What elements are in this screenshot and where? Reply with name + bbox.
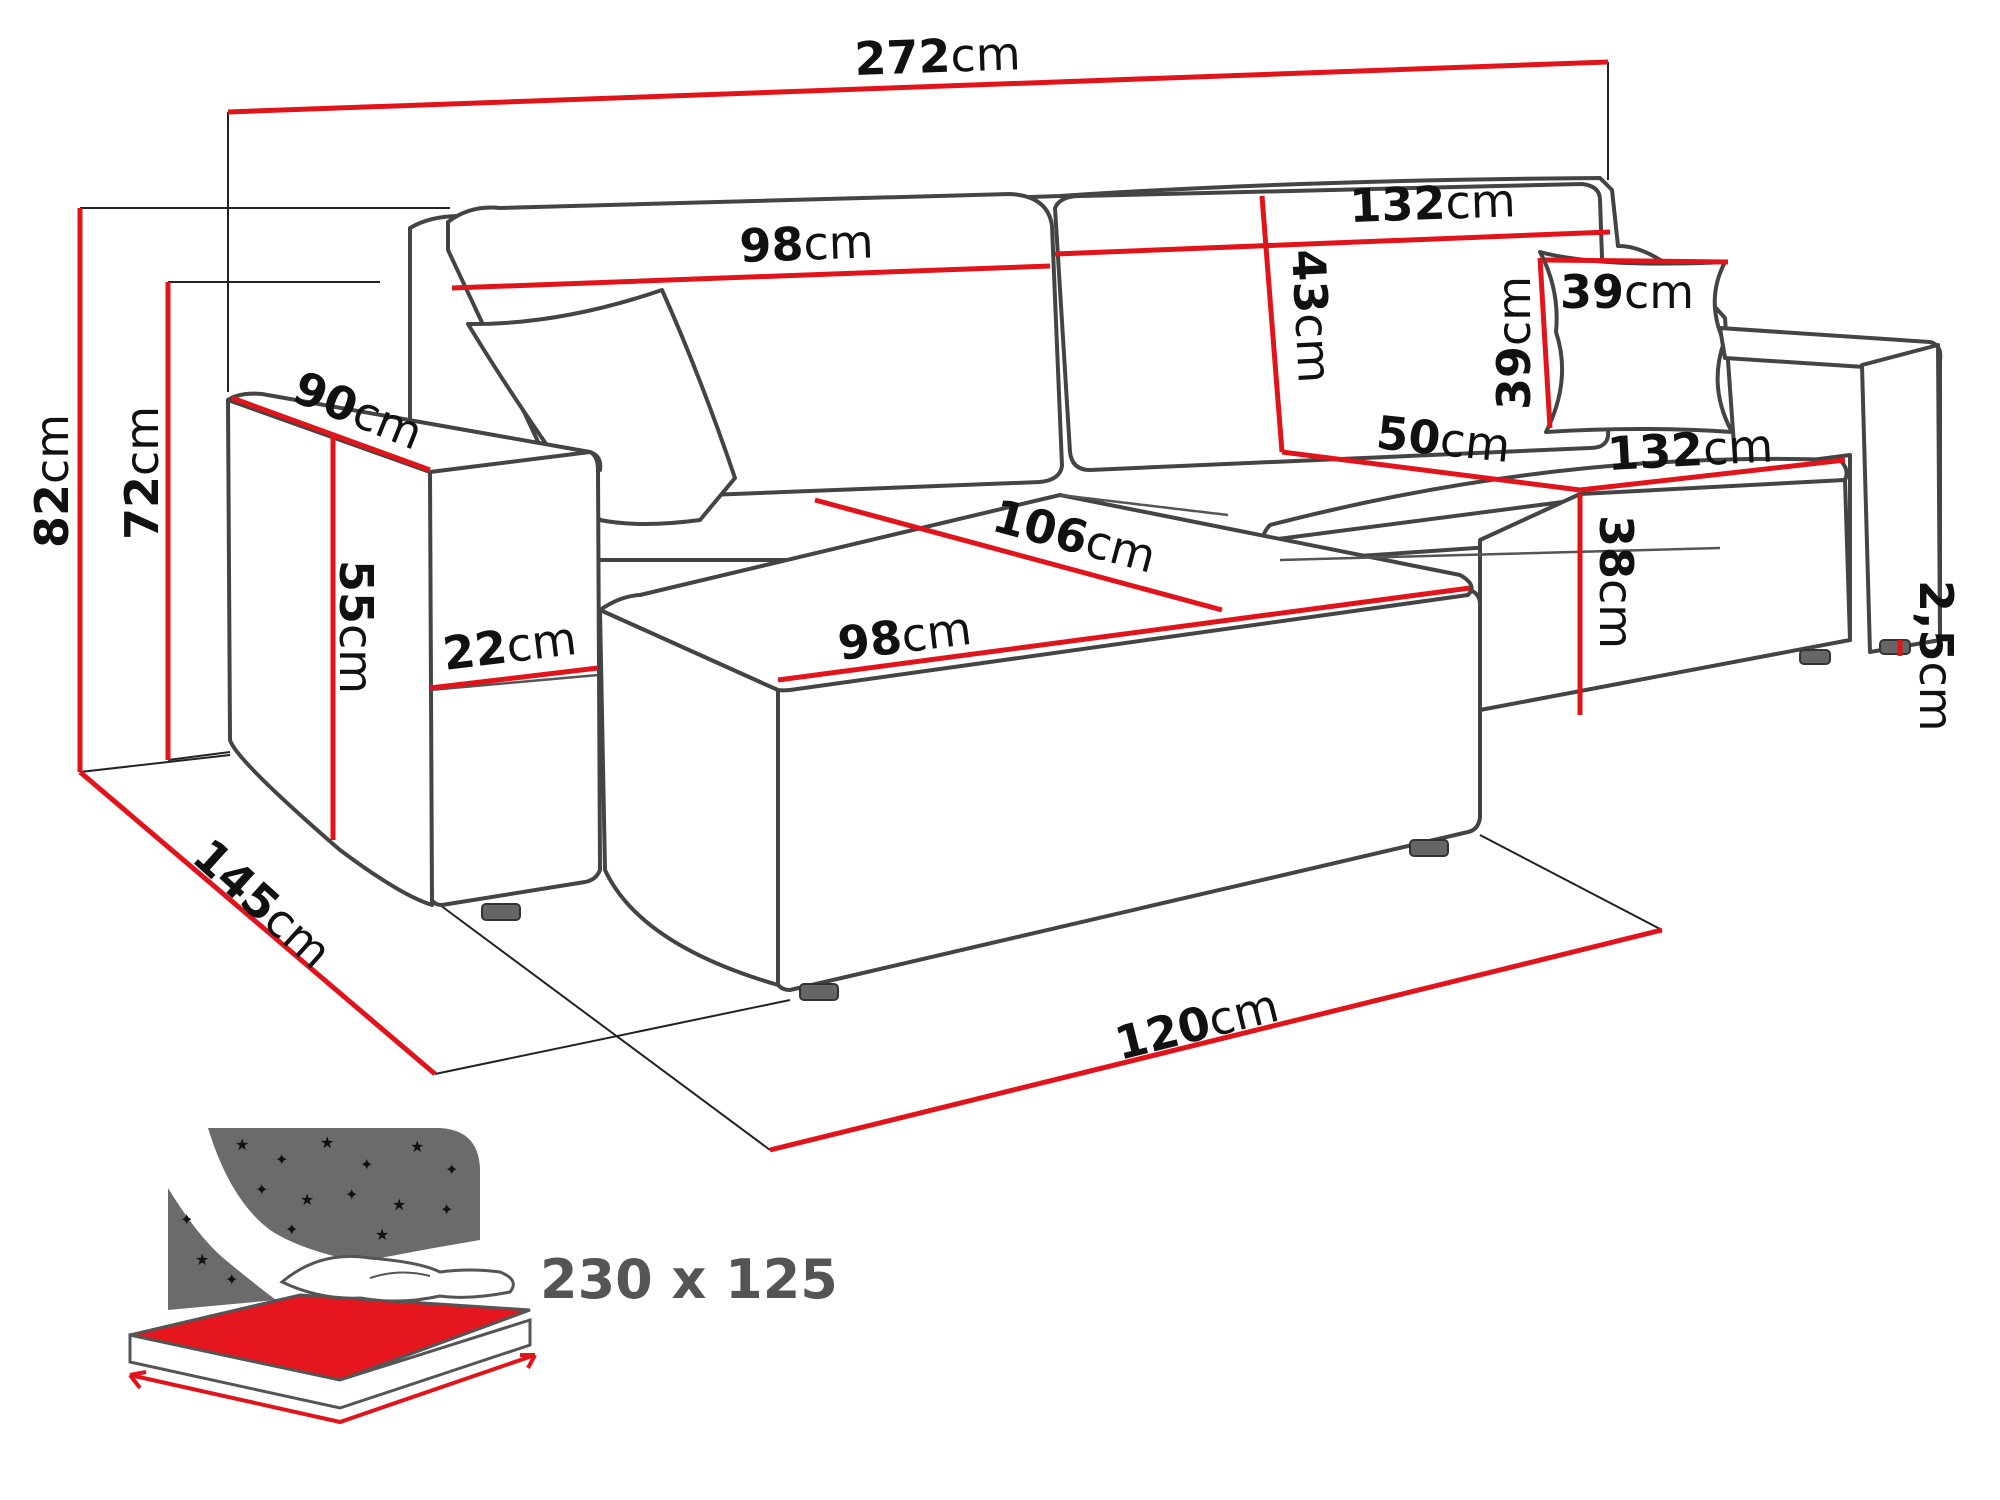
arrow-head — [520, 1353, 537, 1369]
star-icon: ✦ — [275, 1150, 288, 1169]
dim-line-back-cushion-right — [1054, 229, 1611, 257]
bed-size-arrow — [129, 1353, 536, 1425]
star-icon: ✦ — [440, 1200, 453, 1219]
star-icon: ✦ — [445, 1160, 458, 1179]
star-icon: ★ — [375, 1225, 389, 1244]
dim-line-back-cushion-left — [451, 263, 1051, 291]
dim-line-seat-right-width — [1579, 457, 1846, 493]
label-depth: 145cm — [183, 828, 343, 979]
label-pillow-width: 39cm — [1560, 265, 1694, 319]
star-icon: ✦ — [255, 1180, 268, 1199]
night-sky-backdrop — [168, 1188, 276, 1310]
star-icon: ★ — [300, 1190, 314, 1209]
dim-line-chaise-front — [777, 585, 1471, 683]
star-icon: ★ — [195, 1250, 209, 1269]
star-icon: ✦ — [225, 1270, 238, 1289]
label-back-cushion-right: 132cm — [1348, 173, 1516, 233]
label-armrest-width: 22cm — [440, 611, 580, 681]
night-sky-backdrop — [208, 1128, 480, 1262]
star-icon: ✦ — [345, 1185, 358, 1204]
sofa-foot — [799, 983, 839, 1001]
label-back-cushion-left: 98cm — [738, 214, 874, 273]
dim-line-pillow-width — [1544, 257, 1729, 265]
arrow-head — [128, 1370, 147, 1390]
bed-pillow — [369, 1271, 431, 1279]
star-icon: ✦ — [285, 1220, 298, 1239]
star-field: ★ ✦ ★ ✦ ★ ✦ ✦ ★ ✦ ★ ✦ ✦ ★ ✦ ★ ✦ — [180, 1133, 458, 1289]
label-chaise-width: 120cm — [1110, 978, 1284, 1071]
label-armrest-height: 55cm — [329, 560, 383, 694]
dim-line-seat-depth — [1281, 449, 1581, 493]
sofa-foot — [1409, 839, 1449, 857]
sofa-foot — [481, 903, 521, 921]
bed-size-label: 230 x 125 — [540, 1248, 838, 1311]
dim-line-pillow-height — [1537, 257, 1553, 429]
label-back-cushion-height: 43cm — [1281, 248, 1342, 385]
label-seat-right-width: 132cm — [1606, 418, 1775, 481]
sofa-foot — [1799, 649, 1831, 665]
sofa-foot — [1879, 639, 1911, 655]
label-leg-height: 2,5cm — [1909, 580, 1963, 732]
dimension-labels: 272cm 82cm 72cm 145cm 120cm 90cm 55cm 22… — [25, 26, 1963, 1070]
label-pillow-height: 39cm — [1487, 276, 1541, 410]
mattress-top — [129, 1293, 531, 1382]
bed-pillow — [279, 1254, 515, 1303]
dim-line-armrest-depth — [231, 395, 431, 473]
dim-line-depth — [78, 770, 437, 1076]
dimension-lines — [77, 59, 1903, 1153]
star-icon: ★ — [392, 1195, 406, 1214]
dim-line-armrest-width — [429, 665, 599, 691]
dim-line-chaise-depth — [814, 497, 1223, 613]
extension-lines — [79, 62, 1663, 1151]
star-icon: ★ — [320, 1133, 334, 1152]
label-backrest-height: 72cm — [115, 406, 169, 540]
sofa-outline — [226, 176, 1943, 1001]
label-seat-height: 38cm — [1589, 515, 1643, 649]
dim-line-total-width — [227, 59, 1609, 115]
star-icon: ✦ — [180, 1210, 193, 1229]
bed-icon: ★ ✦ ★ ✦ ★ ✦ ✦ ★ ✦ ★ ✦ ✦ ★ ✦ ★ ✦ 230 x 12… — [128, 1128, 838, 1425]
dim-line-back-cushion-height — [1259, 195, 1285, 453]
label-total-height: 82cm — [25, 414, 79, 548]
label-seat-depth: 50cm — [1374, 405, 1513, 473]
star-icon: ★ — [235, 1135, 249, 1154]
label-total-width: 272cm — [853, 26, 1021, 86]
dim-line-chaise-width — [769, 927, 1663, 1153]
star-icon: ✦ — [360, 1155, 373, 1174]
label-chaise-front: 98cm — [835, 601, 975, 671]
star-icon: ★ — [410, 1137, 424, 1156]
